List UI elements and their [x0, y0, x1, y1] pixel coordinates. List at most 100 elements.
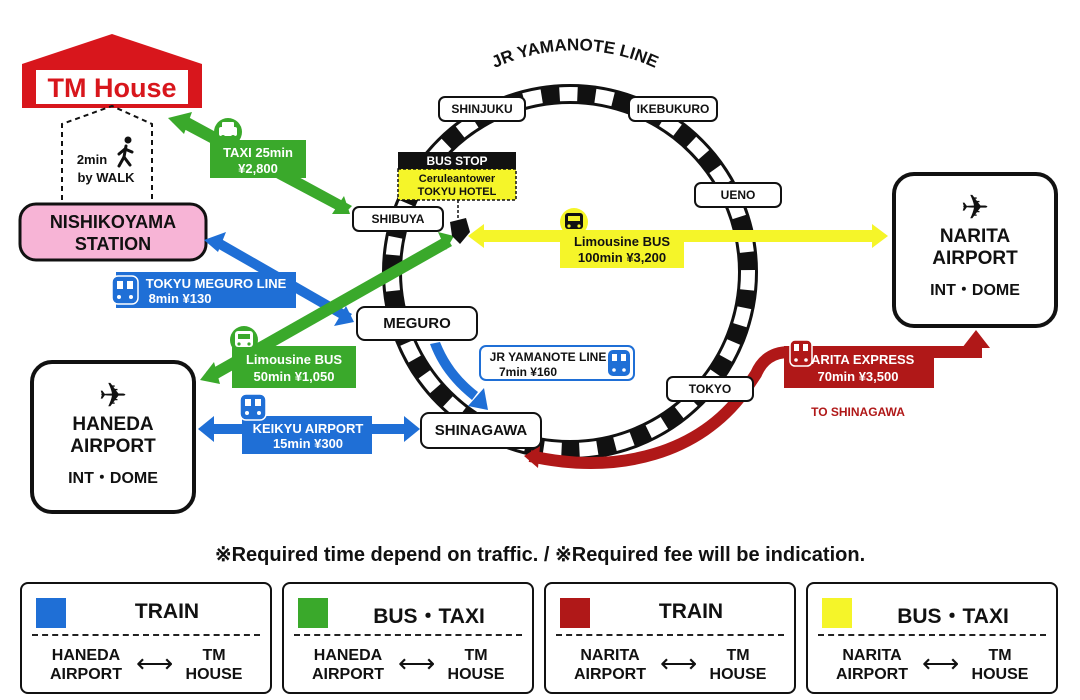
haneda-airplane-icon: ✈	[98, 377, 128, 415]
legend-from-line2: AIRPORT	[836, 666, 908, 683]
haneda-name-line2: AIRPORT	[70, 436, 156, 457]
bus-stop-marker	[450, 218, 470, 244]
legend-from-line1: NARITA	[842, 647, 902, 664]
walk-time: 2min	[77, 152, 107, 167]
tokyu-meguro-label-line2: 8min ¥130	[149, 291, 212, 306]
limousine-narita-label-line1: Limousine BUS	[574, 234, 670, 249]
nishikoyama-station-box	[18, 202, 208, 262]
haneda-name-line1: HANEDA	[72, 414, 154, 435]
limousine-haneda-label-line2: 50min ¥1,050	[254, 369, 335, 384]
narita-express-route	[528, 340, 982, 469]
jr-yamanote-label-box	[479, 345, 635, 381]
legend-from: HANEDA AIRPORT	[40, 646, 132, 684]
legend-to: TM HOUSE	[174, 646, 254, 684]
narita-name-line2: AIRPORT	[932, 248, 1018, 269]
narita-express-arrowhead-narita	[962, 330, 990, 348]
yamanote-line-title: JR YAMANOTE LINE	[489, 35, 661, 71]
legend-from: HANEDA AIRPORT	[302, 646, 394, 684]
legend-from-line2: AIRPORT	[50, 666, 122, 683]
legend-swatch	[560, 598, 590, 628]
yamanote-loop-ties	[385, 87, 755, 457]
limousine-haneda-route-arrow	[200, 232, 454, 384]
narita-express-label-line1: NARITA EXPRESS	[802, 352, 915, 367]
legend-divider	[818, 634, 1046, 636]
legend-bus-taxi-narita: BUS・TAXI NARITA AIRPORT ⟷ TM HOUSE	[806, 582, 1058, 694]
walking-person-icon	[117, 136, 134, 168]
keikyu-label-box	[242, 416, 372, 454]
legend-to-line1: TM	[726, 647, 750, 664]
legend-from-line1: HANEDA	[313, 647, 383, 664]
double-arrow-icon: ⟷	[136, 648, 174, 678]
narita-express-train-icon	[789, 339, 813, 367]
legend-title: TRAIN	[134, 600, 200, 623]
bus-stop-header: BUS STOP	[426, 154, 487, 168]
taxi-label-line1: TAXI 25min	[223, 145, 293, 160]
haneda-terminals: INT・DOME	[68, 470, 158, 487]
limousine-narita-label-box	[560, 230, 684, 268]
legend-to-line1: TM	[202, 647, 226, 664]
limousine-haneda-label-line1: Limousine BUS	[246, 352, 342, 367]
legend-divider	[294, 634, 522, 636]
double-arrow-icon: ⟷	[398, 648, 436, 678]
double-arrow-icon: ⟷	[660, 648, 698, 678]
nishikoyama-station-line2: STATION	[75, 234, 151, 254]
legend-bus-taxi-haneda: BUS・TAXI HANEDA AIRPORT ⟷ TM HOUSE	[282, 582, 534, 694]
legend-to: TM HOUSE	[960, 646, 1040, 684]
tm-house-label: TM House	[47, 73, 176, 103]
legend-title: BUS・TAXI	[373, 605, 485, 628]
tm-house-sign: TM House	[22, 34, 202, 108]
legend-from-line1: HANEDA	[51, 647, 121, 664]
legend-from-line2: AIRPORT	[312, 666, 384, 683]
jr-yamanote-route-arrow	[430, 342, 488, 410]
legend-to-line1: TM	[464, 647, 488, 664]
keikyu-label-line1: KEIKYU AIRPORT	[253, 421, 364, 436]
bus-stop-header-box	[398, 152, 516, 169]
keikyu-label-line2: 15min ¥300	[273, 436, 343, 451]
legend-from-line1: NARITA	[580, 647, 640, 664]
station-shibuya: SHIBUYA	[352, 206, 444, 232]
legend-from-line2: AIRPORT	[574, 666, 646, 683]
bus-stop-name-box	[397, 168, 517, 201]
haneda-airport-box: ✈ HANEDA AIRPORT INT・DOME	[30, 360, 196, 514]
legend-to-line2: HOUSE	[709, 666, 767, 683]
station-ikebukuro: IKEBUKURO	[628, 96, 718, 122]
limousine-narita-label-line2: 100min ¥3,200	[578, 250, 666, 265]
legend-title: TRAIN	[658, 600, 724, 623]
narita-express-note: TO SHINAGAWA	[811, 405, 905, 419]
legend-train-haneda: TRAIN HANEDA AIRPORT ⟷ TM HOUSE	[20, 582, 272, 694]
legend-to-line2: HOUSE	[185, 666, 243, 683]
station-meguro: MEGURO	[356, 306, 478, 341]
route-map: JR YAMANOTE LINE TM House 2min by WALK N…	[18, 34, 990, 469]
legend-swatch	[822, 598, 852, 628]
taxi-label-line2: ¥2,800	[238, 161, 278, 176]
legend-to-line1: TM	[988, 647, 1012, 664]
legend-to: TM HOUSE	[698, 646, 778, 684]
jr-yamanote-label-line1: JR YAMANOTE LINE	[490, 350, 607, 364]
legend-train-narita: TRAIN NARITA AIRPORT ⟷ TM HOUSE	[544, 582, 796, 694]
double-arrow-icon: ⟷	[922, 648, 960, 678]
jr-yamanote-label-line2: 7min ¥160	[499, 365, 557, 379]
walk-mode: by WALK	[77, 170, 135, 185]
station-tokyo: TOKYO	[666, 376, 754, 402]
narita-terminals: INT・DOME	[930, 282, 1020, 299]
limousine-haneda-bus-icon	[230, 326, 258, 354]
bus-stop-name-line1: Ceruleantower	[419, 173, 496, 185]
station-shinjuku: SHINJUKU	[438, 96, 526, 122]
narita-express-arrowhead-shinagawa	[524, 446, 540, 468]
jr-yamanote-train-icon	[608, 350, 630, 376]
narita-airplane-icon: ✈	[960, 189, 990, 227]
legend-swatch	[298, 598, 328, 628]
legend-swatch	[36, 598, 66, 628]
station-shinagawa: SHINAGAWA	[420, 412, 542, 449]
legend-to-line2: HOUSE	[971, 666, 1029, 683]
legend-title: BUS・TAXI	[897, 605, 1009, 628]
tokyu-meguro-label-box	[116, 272, 296, 308]
tokyu-meguro-train-icon	[111, 275, 139, 305]
legend-to-line2: HOUSE	[447, 666, 505, 683]
narita-express-label-line2: 70min ¥3,500	[818, 369, 899, 384]
walk-dashed-frame	[61, 104, 153, 200]
legend-to: TM HOUSE	[436, 646, 516, 684]
limousine-narita-bus-icon	[560, 208, 588, 236]
legend-from: NARITA AIRPORT	[826, 646, 918, 684]
station-ueno: UENO	[694, 182, 782, 208]
